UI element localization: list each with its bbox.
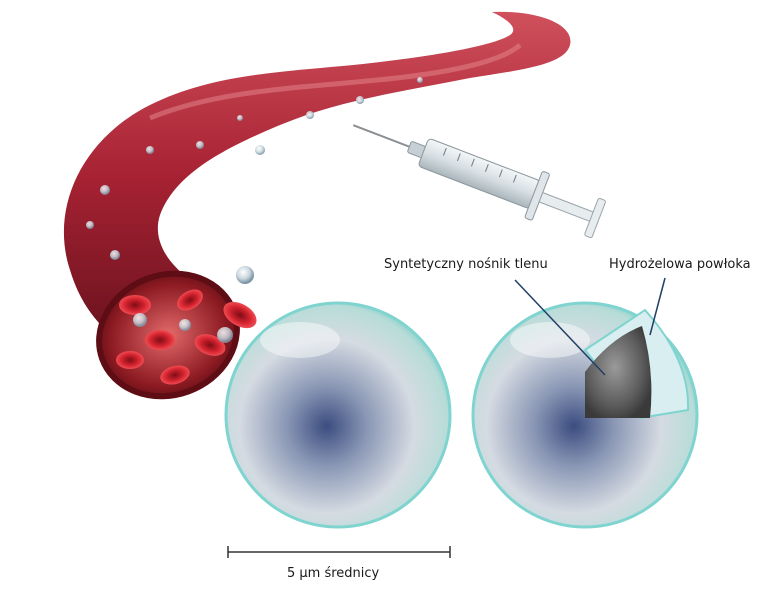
- syringe-plunger: [539, 193, 594, 222]
- scale-label: 5 µm średnicy: [287, 566, 379, 581]
- scale-bar: [228, 546, 450, 558]
- floating-particle: [236, 266, 254, 284]
- syringe-needle: [353, 125, 414, 148]
- synthetic-carrier-label: Syntetyczny nośnik tlenu: [384, 257, 548, 272]
- microparticle: [226, 303, 450, 527]
- microparticle-cutaway: [473, 303, 697, 527]
- hydrogel-coating-label: Hydrożelowa powłoka: [609, 257, 751, 272]
- syringe-barrel: [418, 138, 541, 209]
- syringe: [344, 102, 607, 243]
